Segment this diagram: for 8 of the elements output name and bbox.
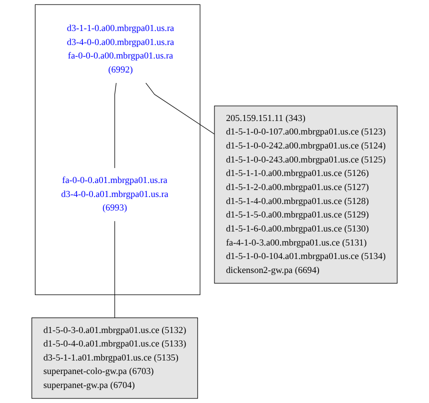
connector [114,82,116,168]
connector [114,220,116,318]
node-text: fa-0-0-0.a01.mbrgpa01.us.ra d3-4-0-0.a01.mbrgpa01.us.ra (6993) [61,176,168,214]
cluster [34,4,200,296]
node-box [32,318,198,399]
node-text: d3-1-1-0.a00.mbrgpa01.us.ra d3-4-0-0.a00.mbrgpa01.us.ra fa-0-0-0.a00.mbrgpa01.us.ra (6992) [66,24,174,75]
connector [146,82,215,134]
node-box [214,106,398,284]
